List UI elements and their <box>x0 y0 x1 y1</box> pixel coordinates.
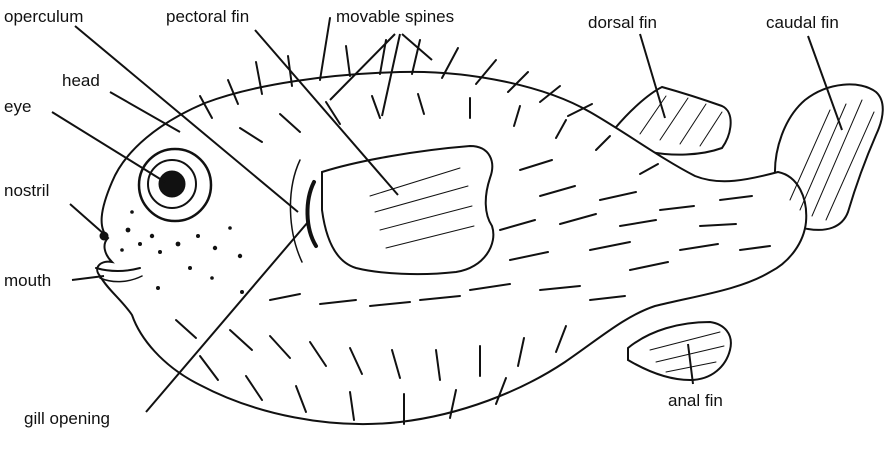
label-movable-spines: movable spines <box>336 7 454 26</box>
anal-fin <box>628 322 731 380</box>
leader-head <box>110 92 180 132</box>
label-head: head <box>62 71 100 90</box>
label-dorsal-fin: dorsal fin <box>588 13 657 32</box>
label-caudal-fin: caudal fin <box>766 13 839 32</box>
label-anal-fin: anal fin <box>668 391 723 410</box>
label-eye: eye <box>4 97 31 116</box>
label-operculum: operculum <box>4 7 83 26</box>
label-pectoral-fin: pectoral fin <box>166 7 249 26</box>
leader-mouth <box>72 276 104 280</box>
label-mouth: mouth <box>4 271 51 290</box>
label-nostril: nostril <box>4 181 49 200</box>
eye-pupil <box>159 171 185 197</box>
pectoral-fin <box>322 146 493 274</box>
leader-nostril <box>70 204 104 234</box>
fish-illustration <box>96 18 883 424</box>
label-gill-opening: gill opening <box>24 409 110 428</box>
